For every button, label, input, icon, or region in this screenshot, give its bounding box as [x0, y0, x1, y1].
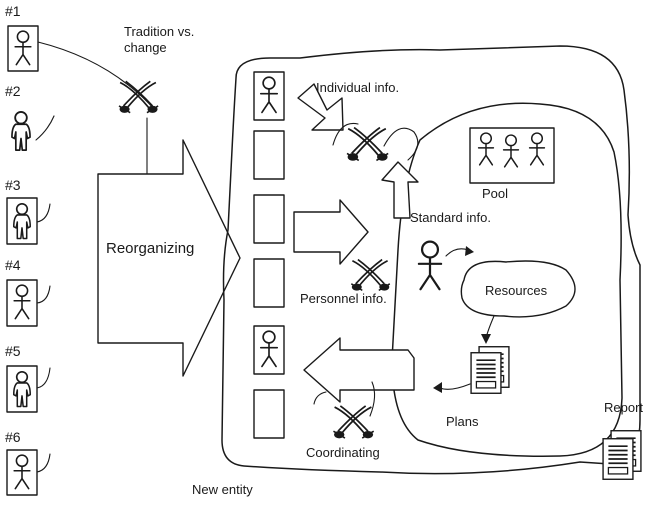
standard-info-arrow — [381, 161, 419, 219]
file-slots — [253, 71, 285, 439]
file-slot-6 — [253, 389, 285, 439]
file-slot-1-person — [253, 71, 285, 121]
file-slot-2 — [253, 130, 285, 180]
plans-arrowhead — [433, 382, 442, 393]
people-column: #1 #2 #3 #4 #5 #6 — [5, 3, 156, 496]
tradition-label-line1: Tradition vs. — [124, 24, 194, 39]
person-2-figure — [11, 111, 31, 152]
person-4-card — [6, 279, 38, 327]
new-entity-label: New entity — [192, 482, 253, 497]
file-slot-3 — [253, 194, 285, 244]
person-3-card — [6, 197, 38, 245]
standard-info-label: Standard info. — [410, 210, 491, 225]
resource-person-connector — [445, 248, 469, 257]
file-slot-4 — [253, 258, 285, 308]
person-2-label: #2 — [5, 83, 21, 99]
resource-person-figure — [417, 240, 443, 291]
coordinating-conflict-icon — [332, 405, 375, 440]
pool-box — [469, 127, 555, 184]
tradition-label-line2: change — [124, 40, 167, 55]
person-3-label: #3 — [5, 177, 21, 193]
person-1-connector — [37, 41, 156, 111]
person-1-card — [7, 25, 39, 72]
coordinating-label: Coordinating — [306, 445, 380, 460]
plans-connector — [439, 383, 471, 390]
coordinating-arrow — [303, 337, 415, 403]
reorganizing-arrow — [97, 139, 241, 377]
coordinating-swirl-left — [313, 391, 327, 405]
individual-info-arrow — [297, 83, 344, 131]
person-6-connector — [36, 453, 51, 473]
person-5-label: #5 — [5, 343, 21, 359]
person-6-label: #6 — [5, 429, 21, 445]
person-5-connector — [36, 367, 51, 389]
resources-arrowhead — [481, 334, 491, 344]
individual-info-label: Individual info. — [316, 80, 399, 95]
person-3-connector — [36, 203, 51, 223]
resources-blob — [460, 260, 576, 318]
reorganizing-label: Reorganizing — [106, 240, 194, 257]
person-1-label: #1 — [5, 3, 21, 19]
individual-info-swirl-left — [332, 122, 359, 146]
tradition-conflict-icon — [118, 80, 159, 114]
coordinating-swirl-right — [369, 381, 376, 417]
individual-info-conflict-icon — [346, 126, 390, 162]
person-2-connector — [35, 115, 55, 141]
personnel-info-label: Personnel info. — [300, 291, 387, 306]
resources-label: Resources — [485, 283, 548, 298]
personnel-info-conflict-icon — [350, 258, 391, 292]
person-4-connector — [36, 285, 51, 304]
person-5-card — [6, 365, 38, 413]
personnel-info-arrow — [293, 199, 369, 265]
individual-info-swirl-right — [383, 127, 419, 161]
plans-document — [470, 345, 510, 395]
report-label: Report — [604, 400, 643, 415]
file-slot-5-person — [253, 325, 285, 375]
person-6-card — [6, 449, 38, 496]
plans-label: Plans — [446, 414, 479, 429]
resource-person-arrowhead — [465, 246, 474, 256]
pool-label: Pool — [482, 186, 508, 201]
person-4-label: #4 — [5, 257, 21, 273]
